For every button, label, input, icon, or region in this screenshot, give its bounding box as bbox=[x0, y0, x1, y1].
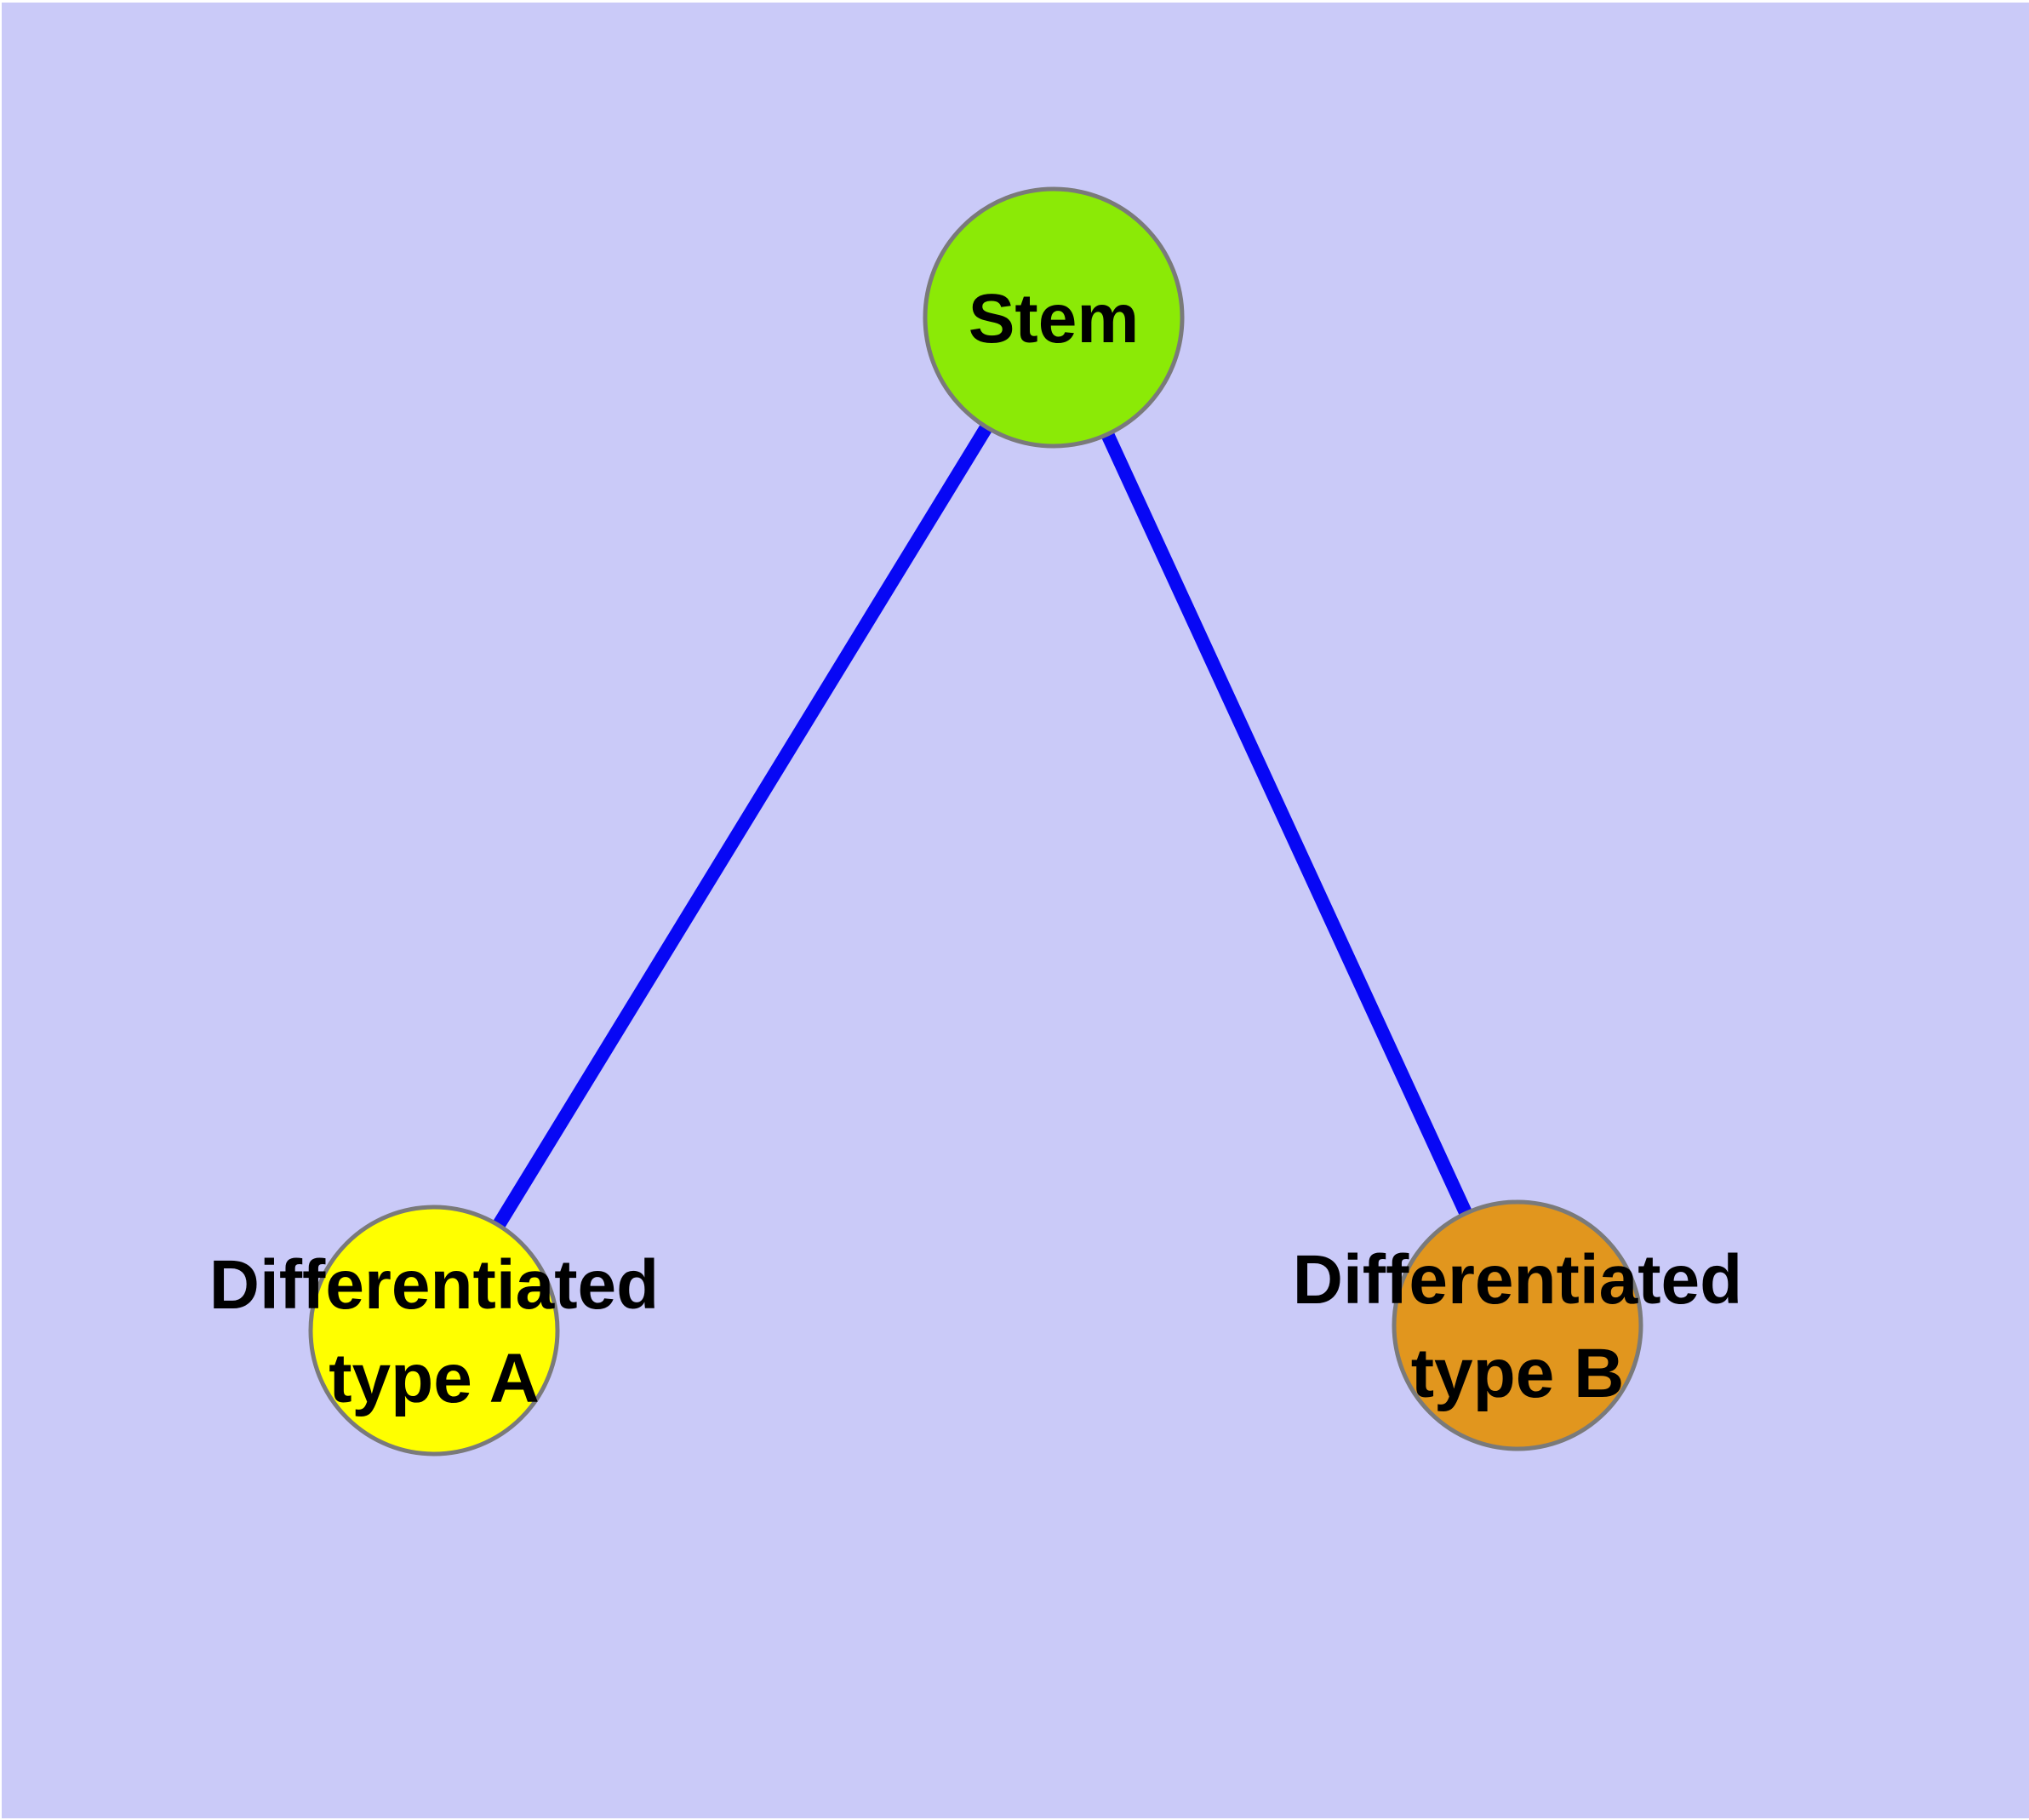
node-stem-label: Stem bbox=[969, 280, 1140, 358]
node-diff-b-label-line: Differentiated bbox=[1293, 1241, 1743, 1319]
edges-layer bbox=[428, 313, 1524, 1335]
node-diff-b-label: Differentiated type B bbox=[1293, 1241, 1743, 1412]
node-stem-label-line: Stem bbox=[969, 280, 1140, 358]
node-diff-a-label-line: type A bbox=[329, 1340, 540, 1417]
node-diff-a-label: Differentiated type A bbox=[209, 1246, 660, 1417]
node-diff-a-label-line: Differentiated bbox=[209, 1246, 660, 1324]
node-stem-circle bbox=[923, 186, 1185, 449]
edge-stem-to-diff-a bbox=[428, 313, 1060, 1335]
node-diff-b-circle bbox=[1392, 1199, 1643, 1451]
node-diff-a: Differentiated type A bbox=[209, 1205, 660, 1457]
node-diff-b: Differentiated type B bbox=[1293, 1199, 1743, 1451]
node-diff-a-circle bbox=[308, 1205, 560, 1457]
node-stem: Stem bbox=[923, 186, 1185, 449]
edge-stem-to-diff-b bbox=[1047, 314, 1524, 1329]
node-diff-b-label-line: type B bbox=[1411, 1335, 1625, 1412]
